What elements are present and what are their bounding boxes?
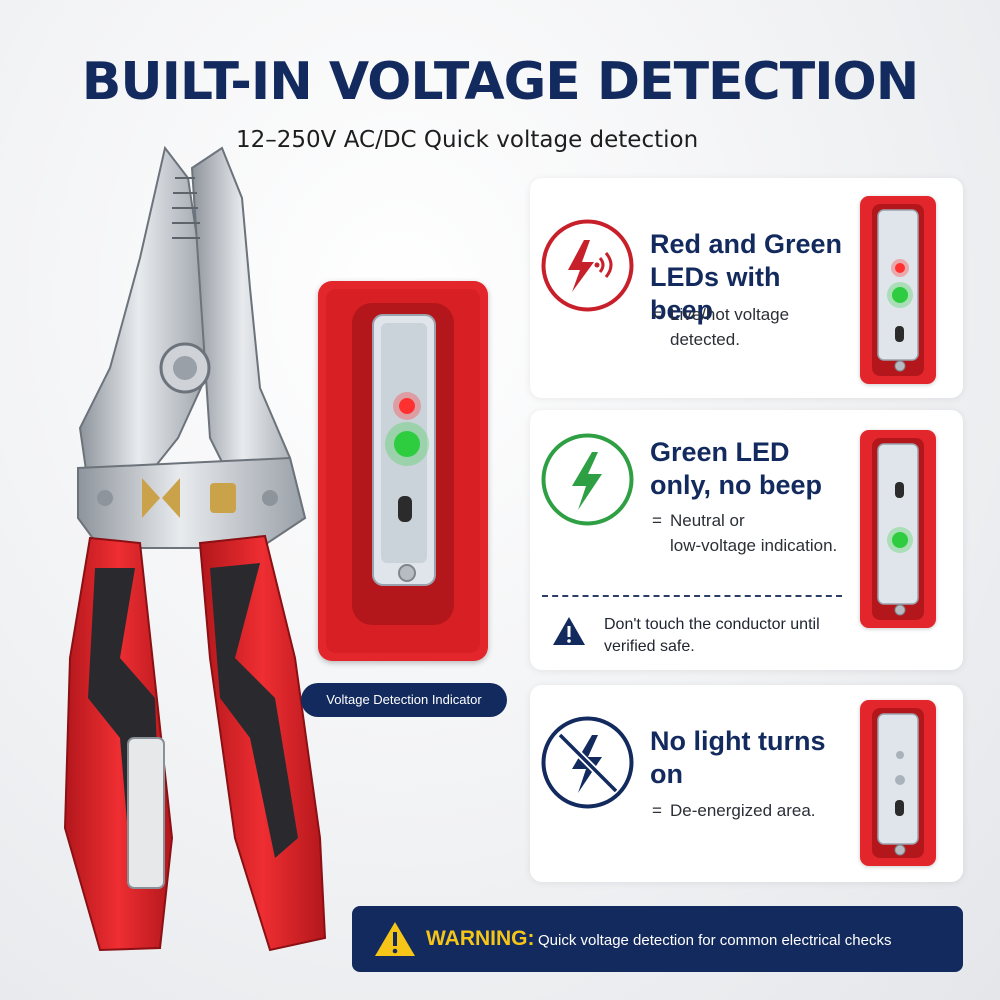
card-heading: Green LED only, no beep (650, 437, 823, 500)
card-description: =De-energized area. (652, 801, 816, 820)
page-title: BUILT-IN VOLTAGE DETECTION (81, 52, 920, 112)
warning-triangle-icon (374, 920, 416, 958)
lightning-icon (540, 432, 635, 527)
page-subtitle: 12–250V AC/DC Quick voltage detection (236, 127, 699, 153)
indicator-unlit (860, 700, 936, 866)
card-heading: No light turns on (650, 726, 826, 789)
card-red-green-leds: Red and Green LEDs with beep =Live/hot v… (530, 178, 963, 398)
lightning-beep-icon (540, 218, 635, 313)
indicator-label: Voltage Detection Indicator (301, 683, 507, 717)
wire-stripper-pliers-image (60, 138, 350, 980)
voltage-indicator-closeup (318, 281, 488, 661)
card-heading: Red and Green LEDs with beep (650, 229, 843, 325)
warning-text: Quick voltage detection for common elect… (538, 932, 892, 949)
card-no-light: No light turns on =De-energized area. (530, 685, 963, 882)
dashed-divider (542, 595, 842, 597)
warning-banner: WARNING: Quick voltage detection for com… (352, 906, 963, 972)
no-lightning-icon (540, 715, 635, 810)
indicator-green-lit (860, 430, 936, 628)
indicator-red-green-lit (860, 196, 936, 384)
caution-text: Don't touch the conductor until verified… (604, 616, 820, 655)
caution-triangle-icon (552, 615, 586, 647)
warning-label: WARNING: (426, 927, 535, 950)
